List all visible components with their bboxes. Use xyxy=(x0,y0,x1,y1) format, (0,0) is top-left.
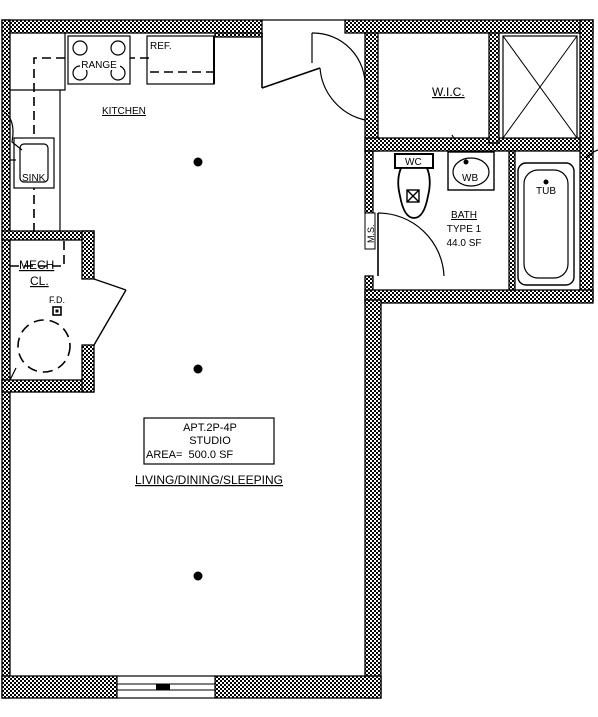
mech-cl-label: CL. xyxy=(30,274,49,288)
ceiling-fixture xyxy=(193,364,203,374)
unit-type-label: STUDIO xyxy=(189,435,231,447)
wall-bath-west xyxy=(364,150,374,214)
ceiling-fixtures xyxy=(193,157,203,581)
bathroom: WC WB M.S. TUB BATH TYPE 1 44.0 SF xyxy=(364,134,598,286)
wc-label: WC xyxy=(405,157,422,168)
ceiling-fixture xyxy=(193,157,203,167)
ref-label: REF. xyxy=(150,41,172,52)
walls xyxy=(1,19,594,699)
bath-area-label: 44.0 SF xyxy=(446,238,481,249)
wall-bottom-right xyxy=(214,675,382,699)
water-heater xyxy=(17,319,71,373)
wall-mech-right xyxy=(81,230,95,280)
bath-label: BATH xyxy=(451,210,477,221)
wall-bottom-left xyxy=(1,675,118,699)
tub-label: TUB xyxy=(536,186,556,197)
wall-left xyxy=(1,19,11,699)
unit-label: APT.2P-4P xyxy=(183,422,237,434)
unit-area-label: AREA= 500.0 SF xyxy=(146,449,233,461)
bath-type-label: TYPE 1 xyxy=(447,224,482,235)
wall-mech-top xyxy=(1,230,95,241)
mech-label: MECH xyxy=(19,258,54,272)
fd-label: F.D. xyxy=(49,295,65,305)
wall-wic-closet xyxy=(488,32,500,144)
window-bottom xyxy=(116,675,216,699)
wall-mech-right-low xyxy=(81,344,95,393)
unit-info-box: APT.2P-4P STUDIO AREA= 500.0 SF xyxy=(143,417,275,465)
walk-in-closet: W.I.C. xyxy=(432,85,465,99)
wb-label: WB xyxy=(462,173,478,184)
entry-door xyxy=(261,32,366,121)
wall-top-left xyxy=(1,19,263,34)
wall-wic-bath xyxy=(364,137,594,152)
shaft xyxy=(502,35,578,139)
wall-mech-bottom xyxy=(1,379,95,393)
wall-tub-divider xyxy=(508,150,516,291)
wall-bath-south xyxy=(364,289,594,304)
wall-entry-stub xyxy=(214,32,263,38)
medicine-shelf xyxy=(364,212,376,250)
tub xyxy=(517,162,575,286)
kitchen-label: KITCHEN xyxy=(102,106,146,117)
range-label: RANGE xyxy=(81,60,117,71)
living-label: LIVING/DINING/SLEEPING xyxy=(135,473,283,487)
kitchen: RANGE REF. SINK KITCHEN xyxy=(3,33,215,232)
wall-top-right xyxy=(344,19,594,34)
wall-right-upper xyxy=(579,19,594,301)
sink-label: SINK xyxy=(22,173,46,184)
wall-wic-west xyxy=(364,32,379,152)
ceiling-fixture xyxy=(193,571,203,581)
ms-label: M.S. xyxy=(366,224,376,243)
wall-east-lower xyxy=(364,299,382,699)
mech-closet: MECH CL. F.D. xyxy=(9,240,127,381)
wic-label: W.I.C. xyxy=(432,85,465,99)
